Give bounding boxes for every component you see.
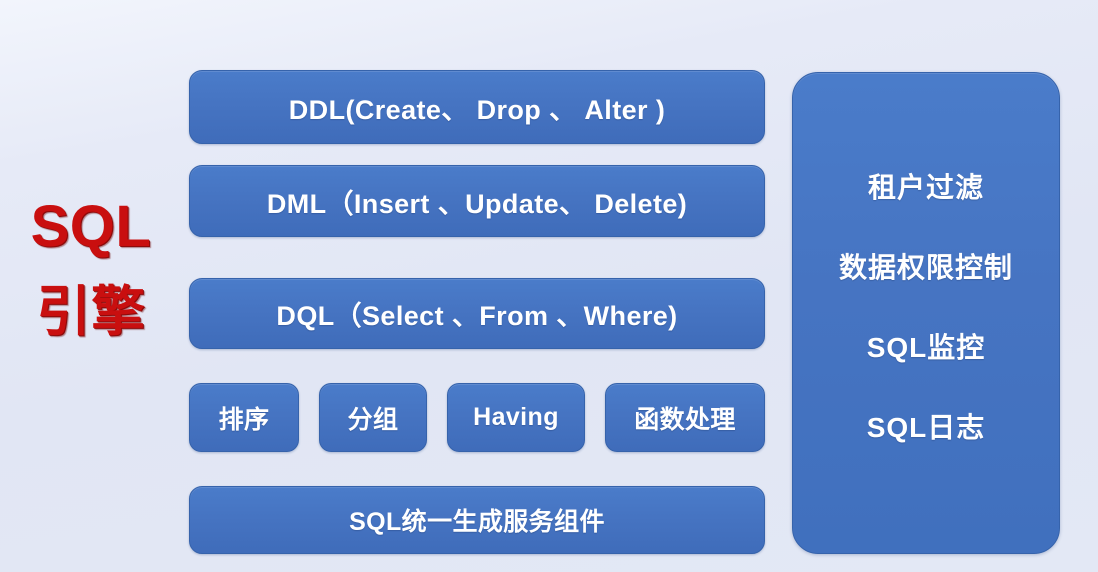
box-chip-group[interactable]: 分组 — [319, 383, 427, 452]
box-chip-group-label: 分组 — [347, 405, 399, 434]
panel-item-data-permission[interactable]: 数据权限控制 — [838, 252, 1013, 283]
engine-title-line-en: SQL — [30, 194, 152, 259]
box-ddl[interactable]: DDL(Create、 Drop 、 Alter ) — [189, 70, 765, 144]
box-chip-sort-label: 排序 — [218, 405, 270, 434]
engine-title-line-cn: 引擎 — [36, 281, 146, 342]
box-chip-function[interactable]: 函数处理 — [605, 383, 765, 452]
box-dql[interactable]: DQL（Select 、From 、Where) — [189, 278, 765, 349]
panel-item-sql-log[interactable]: SQL日志 — [866, 412, 986, 443]
box-chip-having[interactable]: Having — [447, 383, 585, 452]
panel-item-tenant-filter[interactable]: 租户过滤 — [867, 172, 984, 203]
box-sql-generator[interactable]: SQL统一生成服务组件 — [189, 486, 765, 554]
box-ddl-label: DDL(Create、 Drop 、 Alter ) — [288, 94, 666, 125]
box-chip-function-label: 函数处理 — [634, 405, 736, 434]
box-chip-sort[interactable]: 排序 — [189, 383, 299, 452]
box-dml[interactable]: DML（Insert 、Update、 Delete) — [189, 165, 765, 237]
box-chip-having-label: Having — [473, 403, 559, 431]
right-panel[interactable]: 租户过滤 数据权限控制 SQL监控 SQL日志 — [792, 72, 1060, 554]
engine-title: SQL 引擎 — [0, 194, 182, 342]
box-dql-label: DQL（Select 、From 、Where) — [276, 301, 678, 331]
box-dml-label: DML（Insert 、Update、 Delete) — [266, 188, 688, 219]
panel-item-sql-monitor[interactable]: SQL监控 — [866, 332, 986, 363]
box-sql-generator-label: SQL统一生成服务组件 — [349, 508, 605, 536]
